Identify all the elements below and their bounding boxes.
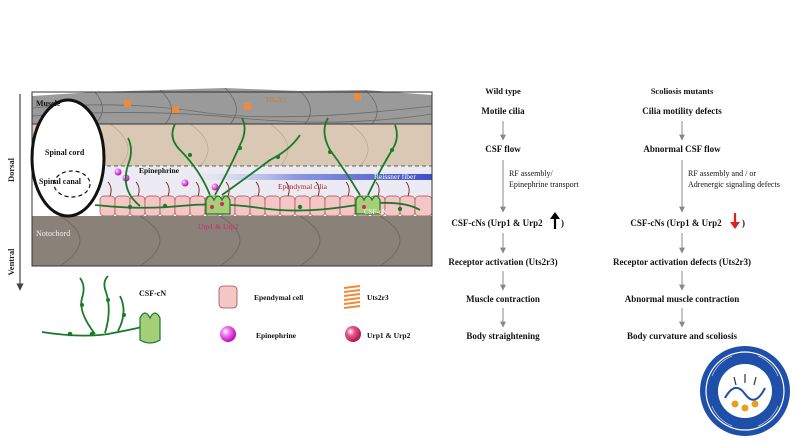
mut-step-1: Cilia motility defects: [642, 106, 722, 116]
spine-schematic: [30, 87, 433, 267]
uts2r3-receptors: [124, 93, 361, 113]
wt-step-5: Muscle contraction: [466, 294, 540, 304]
mut-step-6: Body curvature and scoliosis: [627, 331, 738, 341]
epinephrine-label: Epinephrine: [139, 166, 180, 175]
flowchart: Wild type Scoliosis mutants Motile cilia…: [448, 86, 779, 341]
wt-side-note-line-1: RF assembly/: [509, 169, 554, 178]
wt-step-6: Body straightening: [466, 331, 540, 341]
uts2r3-label: Uts2r3: [266, 95, 287, 104]
reissner-fiber-label: Reissner fiber: [374, 172, 416, 181]
mut-step-2: Abnormal CSF flow: [643, 144, 721, 154]
spinal-cord-label: Spinal cord: [45, 148, 85, 157]
reissner-fiber: [160, 174, 432, 180]
mut-side-note-line-2: Adrenergic signaling defects: [688, 180, 780, 189]
csf-cn-somas: [205, 195, 381, 215]
wt-paren: ): [561, 218, 564, 228]
legend-csf-cn-icon: [41, 275, 147, 337]
wt-step-2: CSF flow: [485, 144, 521, 154]
legend-urp-label: Urp1 & Urp2: [367, 331, 411, 340]
legend-csf-cn-label: CSF-cN: [139, 289, 166, 298]
legend-uts2r3-label: Uts2r3: [367, 293, 389, 302]
society-logo-seal: [700, 346, 790, 436]
csf-cn-inline-label: CSF-cN: [364, 208, 387, 216]
notochord: [32, 216, 432, 266]
wt-side-note-line-2: Epinephrine transport: [509, 180, 579, 189]
dorsal-label: Dorsal: [6, 157, 16, 182]
ependymal-cilia-label: Ependymal cilia: [278, 182, 328, 191]
notochord-label: Notochord: [36, 229, 70, 238]
ependymal-cilia: [107, 181, 410, 197]
spinal-cord-section: [30, 98, 106, 218]
legend-ependymal-cell-label: Ependymal cell: [254, 293, 303, 302]
spinal-canal-section: [53, 170, 91, 198]
legend-ependymal-cell-icon: [218, 285, 238, 309]
muscle-label: Muscle: [36, 99, 61, 108]
wt-step-1: Motile cilia: [481, 106, 525, 116]
mut-paren: ): [742, 218, 745, 228]
mut-step-4: Receptor activation defects (Uts2r3): [613, 257, 751, 267]
wt-step-4: Receptor activation (Uts2r3): [448, 257, 557, 267]
urp-inline-label: Urp1 & Urp2: [198, 222, 239, 231]
ventral-label: Ventral: [6, 248, 16, 276]
spinal-canal-label: Spinal canal: [39, 177, 82, 186]
mut-step-5: Abnormal muscle contraction: [625, 294, 740, 304]
legend-urp-icon: [345, 326, 361, 342]
legend-uts2r3-icon: [343, 285, 361, 309]
legend-epinephrine-label: Epinephrine: [256, 331, 297, 340]
mut-step-3: CSF-cNs (Urp1 & Urp2: [630, 218, 722, 228]
urp-granules: [210, 202, 366, 209]
legend-epinephrine-icon: [220, 326, 236, 342]
legend: CSF-cN Ependymal cell Uts2r3 Epinephrine…: [41, 275, 411, 344]
wild-type-header: Wild type: [485, 86, 521, 96]
mut-side-note-line-1: RF assembly and / or: [688, 169, 756, 178]
mutants-header: Scoliosis mutants: [651, 86, 714, 96]
wt-step-3: CSF-cNs (Urp1 & Urp2: [451, 218, 543, 228]
